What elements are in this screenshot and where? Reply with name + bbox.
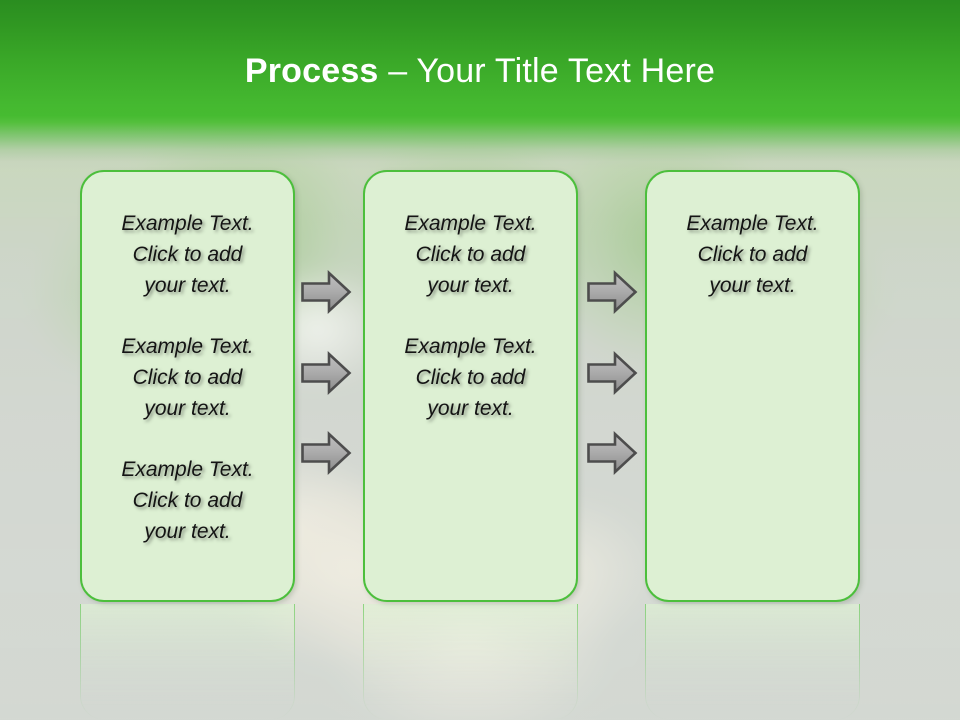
process-box-1-paragraph-2[interactable]: Example Text. Click to add your text. [121, 335, 254, 420]
process-box-3-content: Example Text. Click to add your text. [647, 172, 858, 301]
box-reflection-1 [80, 604, 295, 720]
box-reflection-3 [645, 604, 860, 720]
process-box-1-paragraph-3[interactable]: Example Text. Click to add your text. [121, 458, 254, 543]
page-title-strong: Process [244, 52, 379, 90]
right-arrow-icon [586, 431, 638, 475]
process-box-2-paragraph-1[interactable]: Example Text. Click to add your text. [404, 212, 537, 297]
process-box-1-content: Example Text. Click to add your text. Ex… [82, 172, 293, 547]
process-box-2-paragraph-2[interactable]: Example Text. Click to add your text. [404, 335, 537, 420]
process-box-1-paragraph-1[interactable]: Example Text. Click to add your text. [121, 212, 254, 297]
page-title: Process – Your Title Text Here [0, 50, 960, 92]
right-arrow-icon [586, 351, 638, 395]
process-box-2-content: Example Text. Click to add your text. Ex… [365, 172, 576, 424]
process-box-2[interactable]: Example Text. Click to add your text. Ex… [363, 170, 578, 602]
process-box-3-paragraph-1[interactable]: Example Text. Click to add your text. [686, 212, 819, 297]
right-arrow-icon [300, 431, 352, 475]
process-box-1[interactable]: Example Text. Click to add your text. Ex… [80, 170, 295, 602]
box-reflection-2 [363, 604, 578, 720]
right-arrow-icon [300, 351, 352, 395]
header-band [0, 0, 960, 170]
process-box-3[interactable]: Example Text. Click to add your text. [645, 170, 860, 602]
right-arrow-icon [586, 270, 638, 314]
page-title-light: – Your Title Text Here [378, 52, 716, 90]
right-arrow-icon [300, 270, 352, 314]
